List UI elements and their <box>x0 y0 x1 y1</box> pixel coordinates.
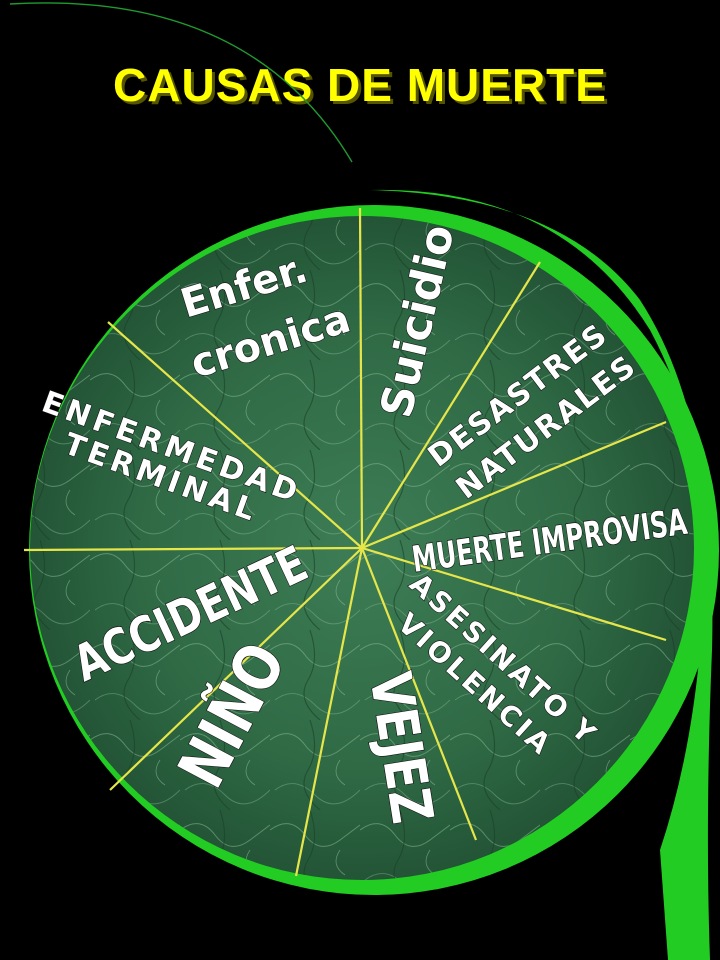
spoke-line <box>360 547 478 841</box>
decorative-arc <box>9 2 353 163</box>
wheel-spokes <box>23 207 667 877</box>
spoke-line <box>361 546 667 642</box>
spoke-line <box>109 547 363 791</box>
spoke-line <box>294 547 364 877</box>
spoke-line <box>107 321 363 549</box>
spoke-line <box>361 261 541 549</box>
spoke-line <box>358 207 364 549</box>
spoke-line <box>23 546 363 552</box>
spoke-line <box>361 420 667 550</box>
page-title: CAUSAS DE MUERTE <box>113 59 607 111</box>
